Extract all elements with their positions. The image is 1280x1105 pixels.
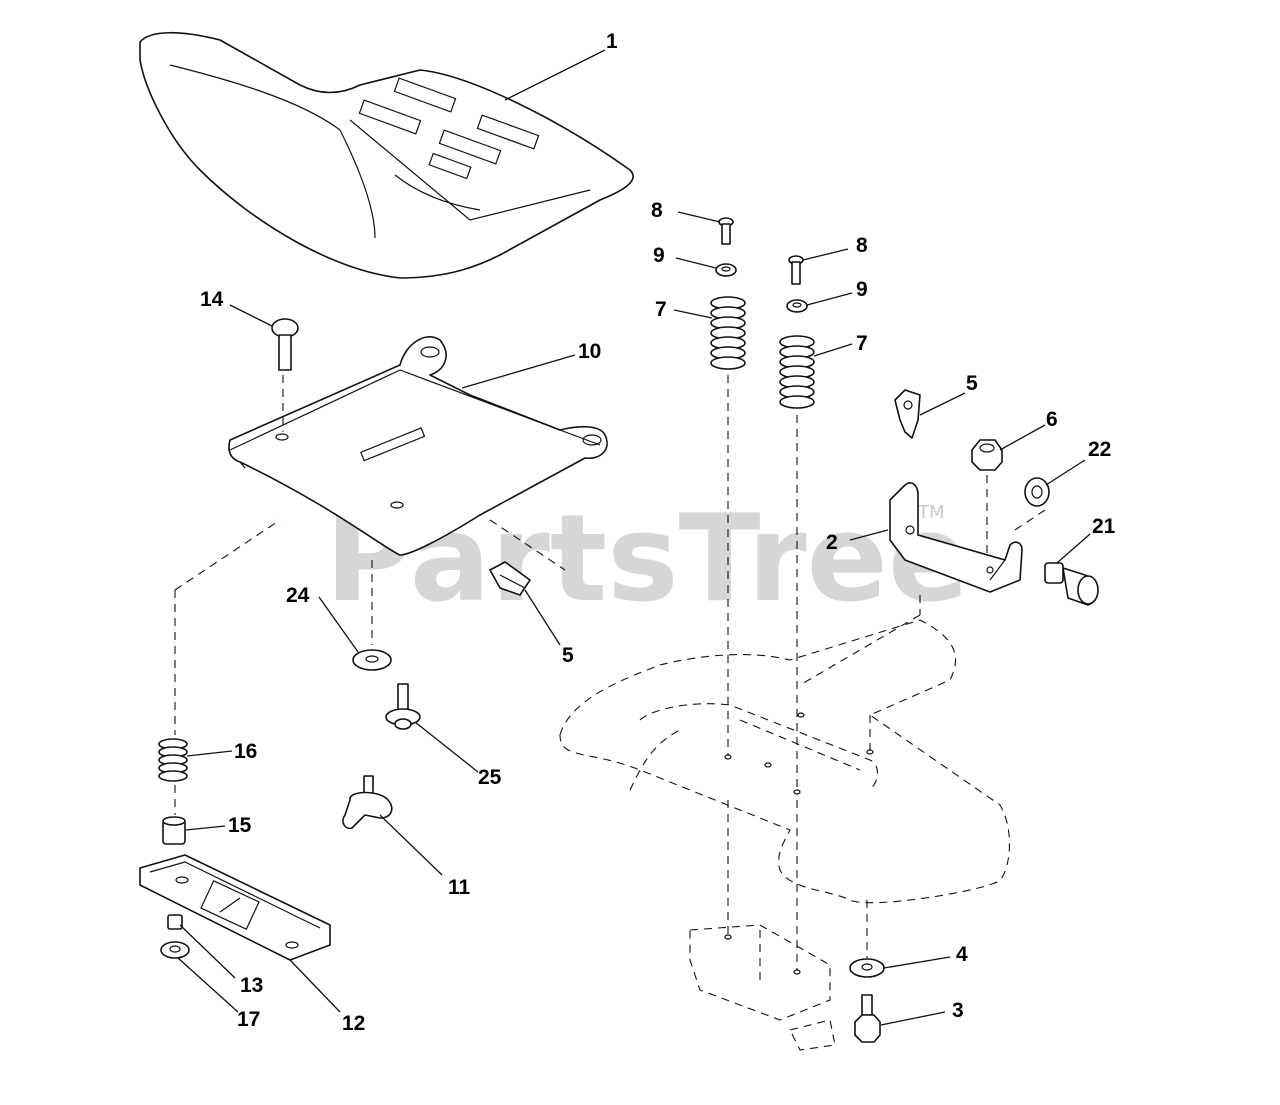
leader-lines <box>177 49 1091 1026</box>
seat-pan-part[interactable] <box>228 336 608 556</box>
spring-7-right-part[interactable] <box>779 335 815 409</box>
nut-6-part[interactable] <box>971 439 1003 471</box>
knob-11-part[interactable] <box>342 775 393 830</box>
washer-9-left-part[interactable] <box>715 263 737 277</box>
callout-14: 14 <box>200 288 224 311</box>
callout-22: 22 <box>1088 438 1111 461</box>
callout-24: 24 <box>286 584 310 607</box>
switch-21-part[interactable] <box>1044 562 1099 606</box>
callout-10: 10 <box>578 340 601 363</box>
washer-17-part[interactable] <box>160 941 190 959</box>
frame-bracket-outline <box>689 800 836 1051</box>
callout-labels: 1 10 14 24 25 5 11 16 15 12 13 17 8 9 7 … <box>200 30 1116 1035</box>
callout-8-right: 8 <box>856 234 868 257</box>
callout-12: 12 <box>342 1012 365 1035</box>
callout-4: 4 <box>956 943 968 966</box>
clip-5-lower-part[interactable] <box>489 561 531 596</box>
bolt-14-part[interactable] <box>271 318 299 371</box>
screw-25-part[interactable] <box>385 683 421 730</box>
callout-8-left: 8 <box>651 199 663 222</box>
watermark-trademark: TM <box>917 502 945 523</box>
callout-7-right: 7 <box>856 332 868 355</box>
callout-6: 6 <box>1046 408 1058 431</box>
callout-13: 13 <box>240 974 263 997</box>
callout-2: 2 <box>826 531 838 554</box>
washer-4-part[interactable] <box>849 958 885 978</box>
callout-3: 3 <box>952 999 964 1022</box>
callout-7-left: 7 <box>655 298 667 321</box>
callout-9-left: 9 <box>653 244 665 267</box>
callout-15: 15 <box>228 814 252 837</box>
nut-22-part[interactable] <box>1024 477 1050 507</box>
washer-24-part[interactable] <box>352 649 392 671</box>
callout-5-upper: 5 <box>966 372 978 395</box>
spacer-15-part[interactable] <box>162 816 186 845</box>
callout-17: 17 <box>237 1008 260 1031</box>
nut-13-part[interactable] <box>167 914 183 930</box>
callout-25: 25 <box>478 766 502 789</box>
washer-9-right-part[interactable] <box>786 299 808 313</box>
seat-part[interactable] <box>139 31 634 279</box>
slide-plate-12-part[interactable] <box>139 854 331 961</box>
bolt-3-part[interactable] <box>854 994 881 1043</box>
screw-8-left-part[interactable] <box>718 217 734 245</box>
bracket-2-part[interactable] <box>889 482 1023 593</box>
screw-8-right-part[interactable] <box>788 255 804 285</box>
callout-9-right: 9 <box>856 278 868 301</box>
spring-7-left-part[interactable] <box>710 296 746 370</box>
callout-21: 21 <box>1092 515 1116 538</box>
fender-outline <box>559 619 1010 904</box>
callout-11: 11 <box>448 876 471 899</box>
callout-5-lower: 5 <box>562 644 574 667</box>
callout-1: 1 <box>606 30 618 53</box>
clip-5-upper-part[interactable] <box>894 389 921 439</box>
callout-16: 16 <box>234 740 257 763</box>
spring-16-part[interactable] <box>158 738 188 782</box>
